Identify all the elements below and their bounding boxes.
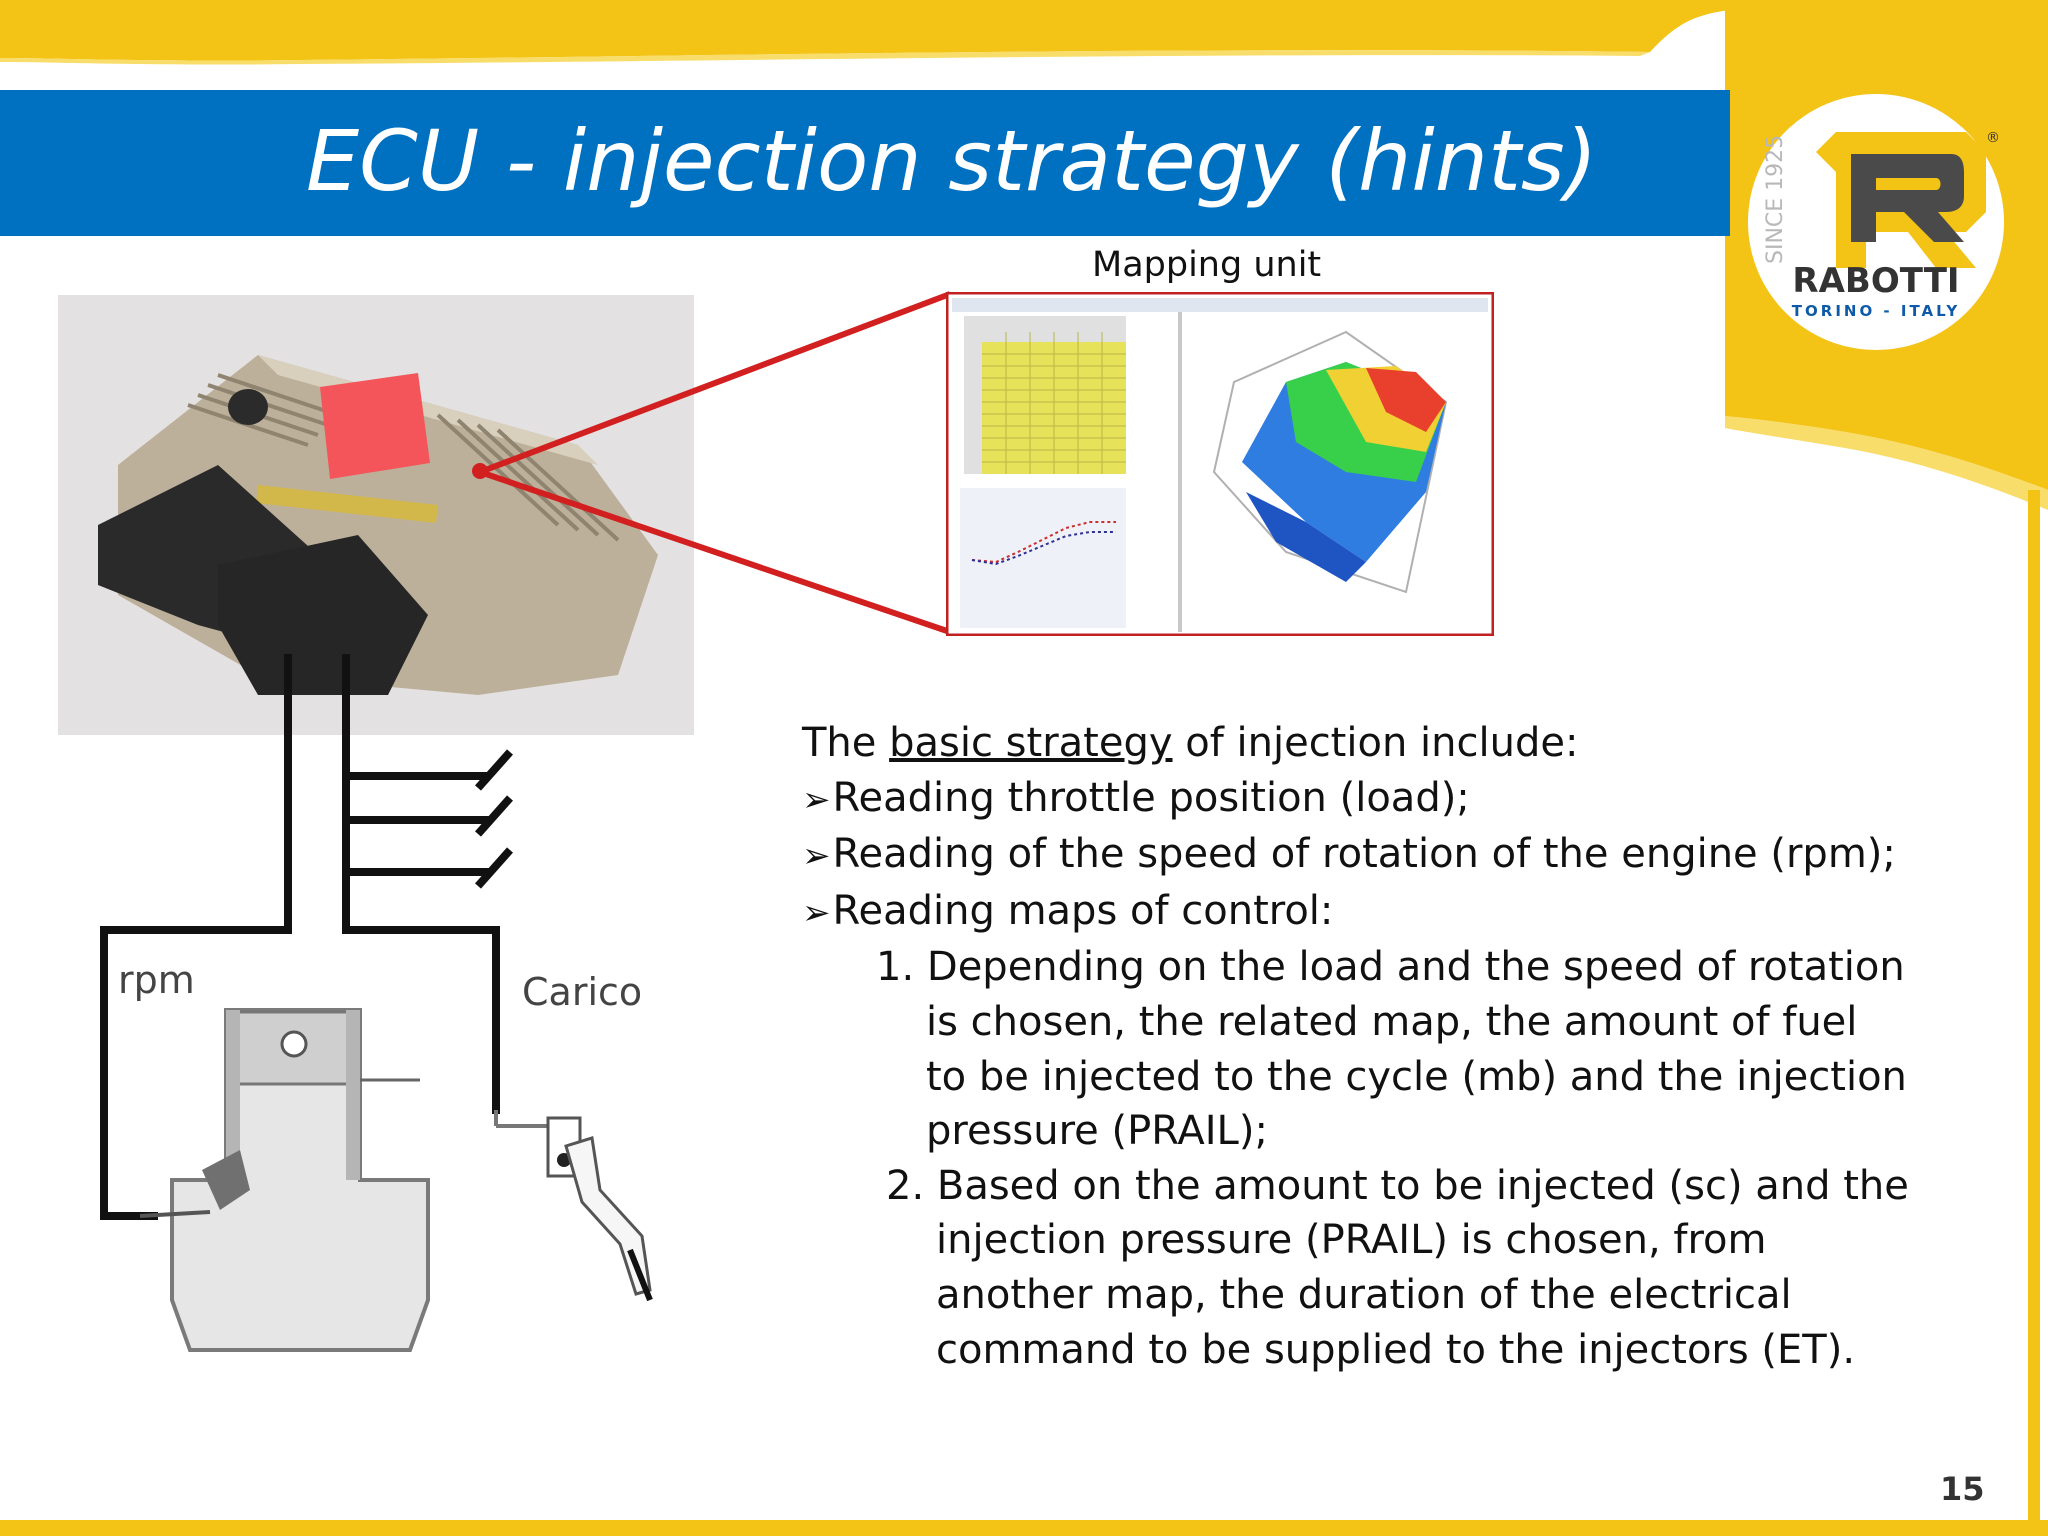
number-marker: 2. — [886, 1162, 925, 1209]
signal-switch-icon — [475, 749, 513, 889]
right-edge-bar — [2028, 490, 2040, 1522]
ecu-module-photo-icon — [58, 295, 694, 735]
bullet-arrow-icon: ➢ — [802, 779, 831, 820]
mapping-callout-lines — [478, 291, 952, 635]
bullet-text: Reading throttle position (load); — [832, 774, 1470, 821]
logo-since-text: SINCE 1925 — [1763, 135, 1788, 264]
number-marker: 1. — [876, 944, 915, 991]
rpm-label: rpm — [118, 958, 195, 1002]
numbered-text: is chosen, the related map, the amount o… — [926, 998, 1858, 1045]
intro-underlined: basic strategy — [889, 720, 1173, 766]
numbered-text: Depending on the load and the speed of r… — [926, 944, 1905, 991]
bullet-text: Reading maps of control: — [832, 887, 1334, 934]
mapping-unit-label: Mapping unit — [1092, 245, 1322, 285]
page-number: 15 — [1940, 1470, 1985, 1508]
load-label: Carico — [522, 970, 643, 1014]
bullet-arrow-icon: ➢ — [802, 836, 831, 877]
intro-prefix: The — [802, 720, 890, 766]
numbered-text: injection pressure (PRAIL) is chosen, fr… — [936, 1217, 1767, 1264]
numbered-text: pressure (PRAIL); — [926, 1108, 1268, 1155]
numbered-text: Based on the amount to be injected (sc) … — [936, 1162, 1909, 1209]
strategy-text-block: The basic strategy of injection include:… — [802, 716, 2002, 1377]
numbered-item-first-line: 2. Based on the amount to be injected (s… — [802, 1159, 2002, 1214]
engine-wiring-diagram — [100, 654, 653, 1352]
top-wave-decoration — [0, 0, 1760, 65]
numbered-text: to be injected to the cycle (mb) and the… — [926, 1053, 1907, 1100]
bullet-item: ➢Reading of the speed of rotation of the… — [802, 827, 2002, 884]
logo-registered-mark: ® — [1986, 130, 2000, 146]
intro-suffix: of injection include: — [1172, 720, 1579, 766]
bullet-arrow-icon: ➢ — [802, 892, 831, 933]
bullet-text: Reading of the speed of rotation of the … — [832, 831, 1896, 878]
logo-location-text: TORINO - ITALY — [1792, 302, 1960, 320]
bullet-item: ➢Reading maps of control: — [802, 884, 2002, 941]
rabotti-r-logo-icon — [1816, 132, 1986, 268]
title-band — [0, 90, 1730, 236]
bottom-bar — [0, 1520, 2048, 1536]
mapping-software-screenshot-icon — [946, 292, 1494, 636]
intro-line: The basic strategy of injection include: — [802, 716, 2002, 771]
rabotti-logo: SINCE 1925 RABOTTI TORINO - ITALY ® — [1748, 94, 2004, 350]
bullet-item: ➢Reading throttle position (load); — [802, 771, 2002, 828]
engine-cylinder-icon — [139, 1008, 430, 1352]
accelerator-pedal-icon — [494, 1110, 653, 1302]
numbered-text: another map, the duration of the electri… — [936, 1271, 1792, 1318]
slide-title: ECU - injection strategy (hints) — [306, 112, 1598, 210]
logo-brand-text: RABOTTI — [1792, 261, 1959, 301]
numbered-item-first-line: 1. Depending on the load and the speed o… — [802, 940, 2002, 995]
numbered-text: command to be supplied to the injectors … — [936, 1326, 1856, 1373]
